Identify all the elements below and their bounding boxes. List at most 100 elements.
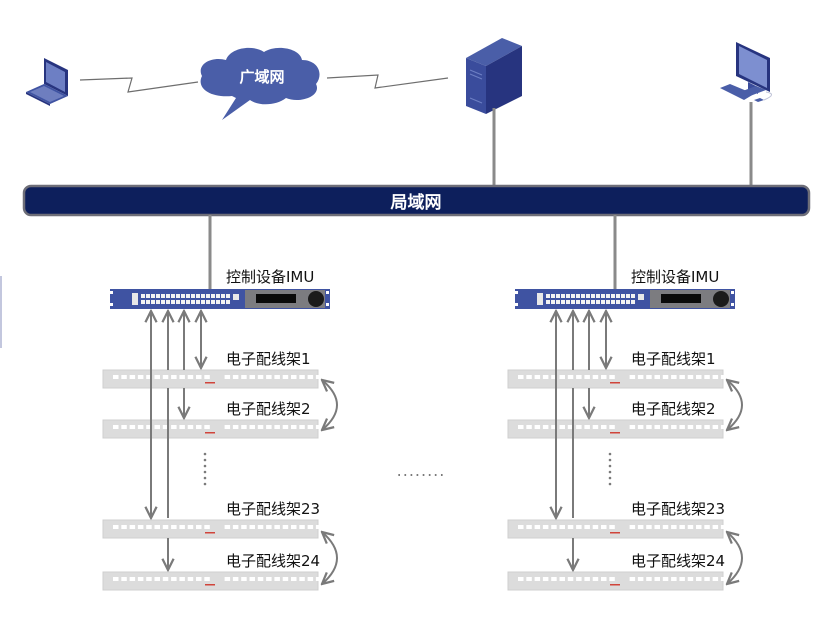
port-icon <box>179 525 185 529</box>
port-icon <box>679 375 685 379</box>
patch-panel-2: 电子配线架2 <box>507 400 727 439</box>
port-icon <box>704 577 710 581</box>
port-icon <box>171 300 175 304</box>
port-icon <box>291 525 297 529</box>
port-icon <box>584 525 590 529</box>
port-icon <box>146 577 152 581</box>
port-icon <box>282 425 289 429</box>
port-icon <box>161 300 165 304</box>
port-icon <box>196 294 200 298</box>
wan-label: 广域网 <box>239 68 284 86</box>
port-icon <box>609 525 615 529</box>
port-icon <box>266 375 272 379</box>
port-icon <box>584 577 590 581</box>
port-icon <box>654 375 660 379</box>
port-icon <box>687 425 694 429</box>
port-icon <box>567 577 574 581</box>
ellipsis-dot <box>203 470 207 474</box>
port-icon <box>534 577 541 581</box>
port-icon <box>566 300 570 304</box>
port-icon <box>576 425 582 429</box>
port-icon <box>191 300 195 304</box>
panel-indicator <box>610 532 620 534</box>
port-icon <box>629 425 636 429</box>
port-icon <box>206 300 210 304</box>
port-icon <box>679 425 685 429</box>
port-icon <box>224 375 231 379</box>
port-icon <box>654 525 660 529</box>
port-icon <box>176 294 180 298</box>
panel-indicator <box>610 584 620 586</box>
ellipsis-dot <box>203 452 207 456</box>
port-icon <box>571 300 575 304</box>
patch-panel-label: 电子配线架23 <box>631 500 725 518</box>
port-icon <box>592 577 599 581</box>
port-icon <box>712 375 719 379</box>
port-icon <box>696 525 702 529</box>
panel-indicator <box>205 382 215 384</box>
port-icon <box>162 425 169 429</box>
port-icon <box>609 577 615 581</box>
port-icon <box>299 425 305 429</box>
port-icon <box>584 425 590 429</box>
port-icon <box>179 577 185 581</box>
port-icon <box>232 425 239 429</box>
port-icon <box>601 425 607 429</box>
port-icon <box>611 294 615 298</box>
lan-bar: 局域网 <box>22 184 811 217</box>
port-icon <box>274 525 280 529</box>
port-icon <box>307 525 314 529</box>
port-icon <box>187 375 194 379</box>
port-icon <box>542 425 549 429</box>
port-icon <box>129 375 136 379</box>
port-icon <box>241 577 247 581</box>
port-icon <box>121 577 127 581</box>
port-icon <box>567 425 574 429</box>
port-icon <box>291 577 297 581</box>
port-icon <box>196 375 202 379</box>
port-icon <box>542 375 549 379</box>
port-icon <box>704 375 710 379</box>
port-icon <box>559 525 565 529</box>
patch-panel-1: 电子配线架1 <box>102 350 322 389</box>
port-icon <box>646 577 652 581</box>
port-icon <box>211 294 215 298</box>
port-icon <box>121 525 127 529</box>
panel-link-curve <box>727 380 743 430</box>
port-icon <box>567 525 574 529</box>
patch-panel-4: 电子配线架24 <box>507 552 727 591</box>
wan-link-right <box>326 74 449 89</box>
port-icon <box>156 294 160 298</box>
port-icon <box>662 577 669 581</box>
port-icon <box>187 577 194 581</box>
patch-panel-3: 电子配线架23 <box>102 500 322 539</box>
patch-panel-label: 电子配线架23 <box>226 500 320 518</box>
port-icon <box>257 425 264 429</box>
port-icon <box>266 525 272 529</box>
port-icon <box>518 525 524 529</box>
left-edge-marker <box>0 276 2 348</box>
port-icon <box>201 294 205 298</box>
port-icon <box>696 577 702 581</box>
port-icon <box>291 375 297 379</box>
patch-panel-label: 电子配线架1 <box>226 350 311 368</box>
port-icon <box>526 375 532 379</box>
ellipsis-dot <box>608 476 612 480</box>
port-icon <box>671 577 677 581</box>
port-icon <box>226 300 230 304</box>
port-icon <box>241 425 247 429</box>
port-icon <box>196 300 200 304</box>
port-icon <box>556 300 560 304</box>
port-icon <box>166 294 170 298</box>
port-icon <box>601 525 607 529</box>
port-icon <box>526 525 532 529</box>
ellipsis-dot <box>608 482 612 486</box>
port-icon <box>609 425 615 429</box>
port-icon <box>662 525 669 529</box>
port-icon <box>211 300 215 304</box>
panel-link-curve <box>322 380 338 430</box>
port-icon <box>518 577 524 581</box>
port-icon <box>204 577 210 581</box>
